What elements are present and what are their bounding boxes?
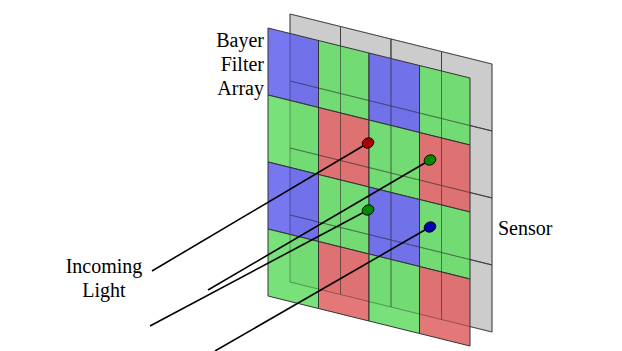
filter-cell [268,28,319,108]
filter-cell [319,41,370,121]
sensor-label: Sensor [498,216,578,240]
filter-cell [369,53,420,133]
light-spot [360,136,375,150]
filter-cell [420,66,471,146]
filter-cell [369,120,420,200]
filter-depth-line [290,148,341,228]
light-ray [152,143,368,271]
filter-cell [319,242,370,322]
light-spot [422,220,437,234]
light-ray [208,160,430,290]
light-rays [150,136,438,351]
filter-depth-line [290,81,341,161]
filter-cell [369,187,420,267]
light-label: Incoming Light [56,254,152,302]
filter-depth-line [341,94,392,174]
filter-cell [369,254,420,334]
light-spot [360,203,375,217]
filter-label: Bayer Filter Array [200,28,264,100]
light-spot [422,153,437,167]
filter-cell [420,133,471,213]
filter-cell [420,267,471,347]
filter-depth-line [290,14,341,94]
filter-depth-line [442,119,493,199]
filter-depth-line [442,186,493,266]
filter-depth-line [391,240,442,320]
light-ray [215,227,430,351]
filter-cell [420,200,471,280]
filter-depth-line [391,39,442,119]
filter-cell [268,95,319,175]
filter-depth-line [442,52,493,132]
filter-depth-line [341,228,392,308]
filter-depth-line [442,253,493,333]
filter-depth-line [341,27,392,107]
light-ray [150,210,368,326]
bayer-filter [268,14,492,346]
filter-depth-line [391,106,442,186]
filter-depth-line [341,161,392,241]
filter-depth-line [391,173,442,253]
